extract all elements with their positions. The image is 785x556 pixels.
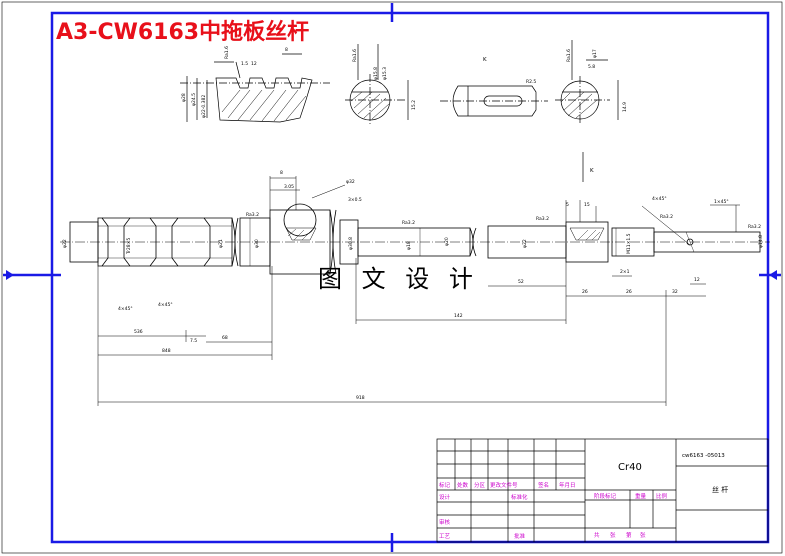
- drawing-number: cw6163 -05013: [682, 453, 725, 459]
- len-68: 68: [222, 335, 228, 341]
- corner-arrows: [6, 270, 777, 280]
- s1-e: φ24.5: [191, 93, 197, 106]
- tb-sheet-2: 第: [626, 531, 632, 539]
- length-dim-lines: [97, 258, 706, 406]
- dia-3: φ21: [218, 239, 224, 248]
- dia-1: φ22: [62, 239, 68, 248]
- s2-ra: Ra1.6: [352, 49, 358, 62]
- view-label-k-top: K: [483, 57, 487, 63]
- rough-3: Ra3.2: [536, 216, 549, 222]
- chamfer-4: 4×45°: [652, 196, 667, 202]
- dia-10: φ14.8: [758, 235, 764, 248]
- material: Cr40: [618, 462, 642, 473]
- tb-scale: 比例: [656, 492, 668, 500]
- tb-stage: 阶段标记: [594, 492, 617, 500]
- top-dim-1: 8: [280, 170, 283, 176]
- s1-c: 8: [285, 47, 288, 53]
- tb-standard: 标准化: [511, 493, 528, 501]
- s1-f: φ22-0.382: [201, 95, 207, 118]
- len-536: 536: [134, 329, 143, 335]
- s1-a: 1.5: [241, 61, 248, 67]
- chamfer-5: 1×45°: [714, 199, 729, 205]
- s4-b: 5.8: [588, 64, 595, 70]
- dia-4: φ30: [254, 239, 260, 248]
- title-block: [436, 438, 769, 543]
- s2-c: 15.2: [411, 100, 417, 110]
- view-label-k-mid: K: [590, 168, 594, 174]
- dia-9: M11×1.5: [626, 233, 632, 254]
- chamfer-3: 3×0.5: [348, 197, 362, 203]
- dia-2: Tr28×5: [126, 238, 132, 255]
- dia-6: φ18: [406, 241, 412, 250]
- tb-row-label-0: 标记: [439, 481, 451, 489]
- s3-r: R2.5: [526, 79, 536, 85]
- chamfer-2: 4×45°: [158, 302, 173, 308]
- top-dim-5: 15: [584, 202, 590, 208]
- key-view: [440, 85, 548, 117]
- len-142: 142: [454, 313, 463, 319]
- tb-row-label-3: 更改文件号: [490, 481, 518, 489]
- top-dims: [269, 176, 740, 246]
- top-dim-4: 5: [566, 202, 569, 208]
- title-block-labels: 标记 处数 分区 更改文件号 签名 年月日 设计 标准化 审核 工艺 批准 阶段…: [439, 481, 668, 540]
- len-26a: 26: [582, 289, 588, 295]
- rough-2: Ra3.2: [402, 220, 415, 226]
- tb-sheet-3: 张: [640, 531, 646, 539]
- tb-design: 设计: [439, 493, 451, 501]
- watermark: 图 文 设 计: [318, 265, 479, 293]
- drawing-title: A3-CW6163中拖板丝杆: [56, 19, 309, 45]
- diameter-labels: φ22 Tr28×5 φ21 φ30 φ30.8 φ18 φ20 φ22 M11…: [62, 233, 764, 255]
- s2-a: φ15.3: [382, 67, 388, 80]
- tb-row-label-1: 处数: [457, 481, 469, 489]
- tb-row-label-4: 签名: [538, 481, 549, 489]
- dia-5: φ30.8: [348, 237, 354, 250]
- top-dim-3: φ32: [346, 179, 355, 185]
- len-2x1: 2×1: [620, 269, 630, 275]
- tb-approve: 批准: [514, 532, 526, 540]
- len-52: 52: [518, 279, 524, 285]
- s1-d: φ28: [181, 93, 187, 102]
- len-918: 918: [356, 395, 365, 401]
- rough-1: Ra3.2: [246, 212, 259, 218]
- tb-row-label-2: 分区: [474, 481, 486, 489]
- section-view-4: [555, 40, 619, 124]
- section-view-1: [180, 53, 330, 123]
- len-848: 848: [162, 348, 171, 354]
- section-view-2: [345, 44, 409, 126]
- s1-ra: Ra1.6: [224, 46, 230, 59]
- drawing-border: [50, 11, 770, 544]
- chamfer-1: 4×45°: [118, 306, 133, 312]
- len-26b: 26: [626, 289, 632, 295]
- tb-weight: 重量: [635, 492, 647, 500]
- len-32: 32: [672, 289, 678, 295]
- s1-b: 12: [251, 61, 257, 67]
- s4-ra: Ra1.6: [566, 49, 572, 62]
- tb-process: 工艺: [439, 533, 451, 540]
- tb-review: 审核: [439, 518, 451, 526]
- dia-7: φ20: [444, 237, 450, 246]
- tb-sheet-0: 共: [594, 531, 600, 539]
- len-75: 7.5: [190, 338, 197, 344]
- rough-5: Ra3.2: [748, 224, 761, 230]
- length-labels: 536 7.5 68 848 918 142 52 26 26 32 12 2×…: [134, 269, 700, 401]
- s4-a: φ17: [592, 49, 598, 58]
- top-dim-2: 3.05: [284, 184, 294, 190]
- part-name: 丝 杆: [712, 485, 728, 494]
- main-shaft: [60, 203, 770, 275]
- tb-row-label-5: 年月日: [559, 481, 576, 489]
- s2-b: φ15.8: [373, 67, 379, 80]
- rough-4: Ra3.2: [660, 214, 673, 220]
- tb-sheet-1: 张: [610, 531, 616, 539]
- dia-8: φ22: [522, 239, 528, 248]
- s4-c: 14.9: [622, 102, 628, 112]
- len-12: 12: [694, 277, 700, 283]
